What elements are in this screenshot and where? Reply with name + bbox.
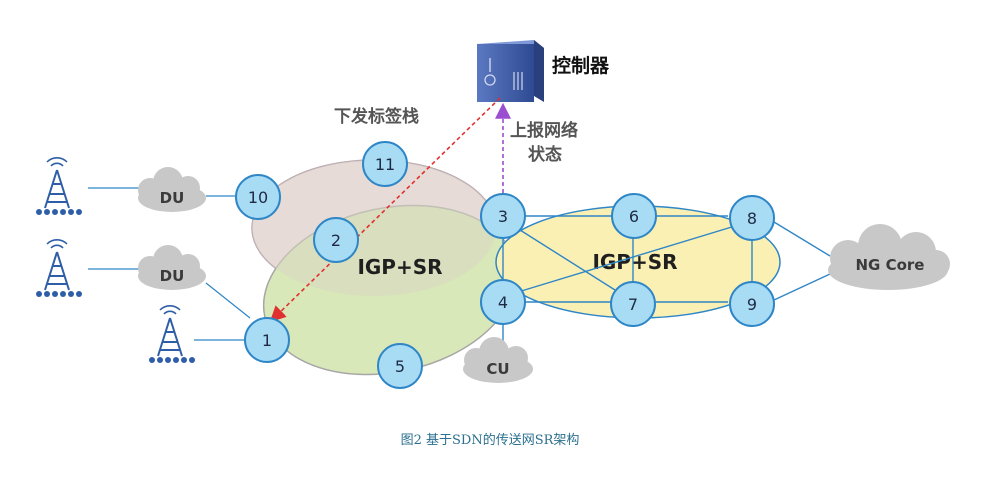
node-5-label: 5	[395, 357, 405, 376]
node-6[interactable]: 6	[611, 193, 657, 239]
report-label-line2: 状态	[528, 144, 562, 165]
zone-left-label: IGP+SR	[357, 255, 442, 279]
zone-right-label: IGP+SR	[592, 250, 677, 274]
cloud-ng-core-label: NG Core	[856, 256, 925, 274]
tower-icon	[36, 157, 82, 215]
node-8-label: 8	[747, 209, 757, 228]
push-label-stack: 下发标签栈	[334, 106, 419, 127]
node-7[interactable]: 7	[610, 281, 656, 327]
node-10[interactable]: 10	[235, 174, 281, 220]
node-2-label: 2	[331, 231, 341, 250]
cloud-cu-label: CU	[486, 360, 509, 378]
cloud-du-top-label: DU	[160, 189, 185, 207]
node-1[interactable]: 1	[244, 317, 290, 363]
node-2[interactable]: 2	[313, 217, 359, 263]
node-3-label: 3	[498, 207, 508, 226]
node-9-label: 9	[747, 295, 757, 314]
node-3[interactable]: 3	[480, 193, 526, 239]
figure-caption: 图2 基于SDN的传送网SR架构	[401, 432, 580, 448]
node-11[interactable]: 11	[362, 141, 408, 187]
node-8[interactable]: 8	[729, 195, 775, 241]
controller-label: 控制器	[552, 54, 610, 77]
node-11-label: 11	[375, 155, 395, 174]
server-icon	[477, 40, 544, 102]
zone-overlap	[252, 160, 496, 296]
tower-icon	[149, 305, 195, 363]
cloud-du-mid: DU	[138, 245, 206, 290]
node-6-label: 6	[629, 207, 639, 226]
report-label-line1: 上报网络	[510, 120, 578, 141]
cloud-du-top: DU	[138, 167, 206, 212]
node-9[interactable]: 9	[729, 281, 775, 327]
access-links	[88, 187, 251, 341]
node-5[interactable]: 5	[377, 343, 423, 389]
node-10-label: 10	[248, 188, 268, 207]
cloud-ng-core: NG Core	[828, 224, 950, 290]
node-7-label: 7	[628, 295, 638, 314]
cloud-du-mid-label: DU	[160, 267, 185, 285]
node-1-label: 1	[262, 331, 272, 350]
tower-icon	[36, 239, 82, 297]
links	[502, 215, 831, 350]
node-4[interactable]: 4	[480, 279, 526, 325]
cloud-cu: CU	[463, 337, 533, 383]
node-4-label: 4	[498, 293, 508, 312]
